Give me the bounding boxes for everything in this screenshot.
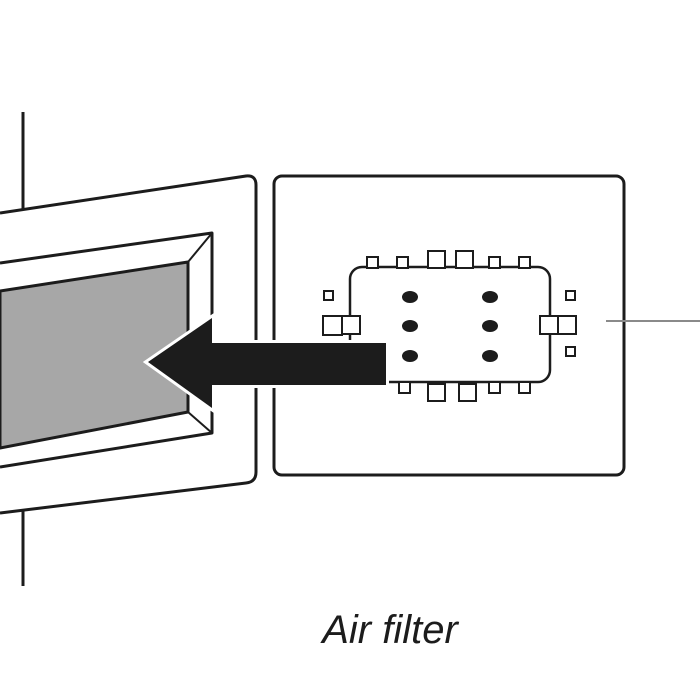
air-filter-element xyxy=(0,260,190,450)
figure-caption: Air filter xyxy=(322,608,458,652)
screw-hole-icon xyxy=(482,291,498,303)
bevel-corner-top xyxy=(187,232,213,263)
screw-hole-icon xyxy=(482,350,498,362)
screw-hole-icon xyxy=(402,350,418,362)
screw-holes xyxy=(402,291,498,362)
screw-hole-icon xyxy=(482,320,498,332)
screw-hole-icon xyxy=(402,291,418,303)
screw-hole-icon xyxy=(402,320,418,332)
bevel-corner-bottom xyxy=(187,411,213,434)
component-clips xyxy=(322,250,577,402)
removal-arrow-icon xyxy=(142,312,389,414)
